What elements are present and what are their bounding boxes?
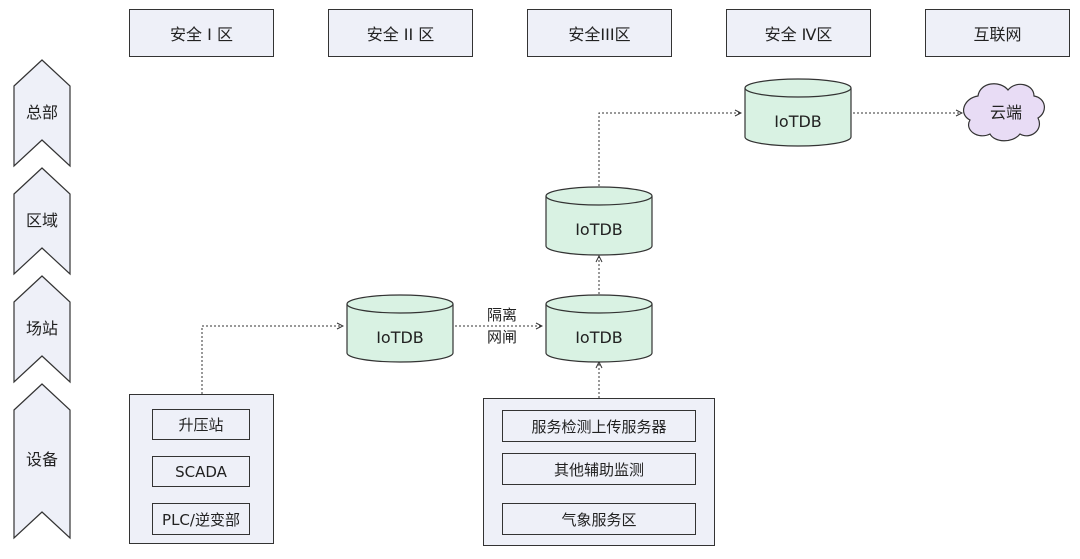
iotdb-label: IoTDB bbox=[774, 112, 822, 131]
iotdb-cylinder-hq bbox=[744, 78, 852, 147]
isolation-gateway-label: 隔离 网闸 bbox=[472, 304, 532, 348]
iotdb-cylinder-station-b bbox=[545, 294, 653, 363]
device-item-upload-server: 服务检测上传服务器 bbox=[502, 410, 696, 442]
zone-header-1: 安全 Ⅰ 区 bbox=[129, 9, 274, 57]
iotdb-label: IoTDB bbox=[575, 220, 623, 239]
zone-label: 安全III区 bbox=[568, 25, 631, 44]
zone-label: 互联网 bbox=[973, 25, 1022, 44]
connector-region-to-hq-db bbox=[598, 113, 741, 186]
level-chevron-region bbox=[13, 167, 71, 276]
zone-label: 安全 Ⅰ 区 bbox=[170, 25, 233, 44]
gateway-line-1: 隔离 bbox=[486, 306, 517, 324]
device-item-weather-service: 气象服务区 bbox=[502, 503, 696, 535]
iotdb-label: IoTDB bbox=[575, 328, 623, 347]
level-chevron-device bbox=[13, 383, 71, 540]
connector-left-devices-to-db bbox=[201, 326, 343, 394]
level-label-station: 场站 bbox=[25, 319, 58, 338]
device-item-aux-monitoring: 其他辅助监测 bbox=[502, 453, 696, 485]
zone-label: 安全 Ⅳ区 bbox=[764, 25, 833, 44]
level-chevron-station bbox=[13, 275, 71, 384]
device-item-plc-inverter: PLC/逆变部 bbox=[152, 503, 250, 535]
zone-header-4: 安全 Ⅳ区 bbox=[726, 9, 871, 57]
iotdb-cylinder-station-a bbox=[346, 294, 454, 363]
zone-header-2: 安全 II 区 bbox=[328, 9, 473, 57]
zone-label: 安全 II 区 bbox=[366, 25, 435, 44]
cloud-icon bbox=[962, 83, 1045, 142]
zone-header-internet: 互联网 bbox=[925, 9, 1070, 57]
level-label-device: 设备 bbox=[25, 450, 58, 469]
iotdb-cylinder-region bbox=[545, 186, 653, 256]
level-chevron-hq bbox=[13, 59, 71, 168]
iotdb-label: IoTDB bbox=[376, 328, 424, 347]
gateway-line-2: 网闸 bbox=[486, 328, 517, 346]
zone-header-3: 安全III区 bbox=[527, 9, 672, 57]
device-item-scada: SCADA bbox=[152, 456, 250, 487]
level-label-hq: 总部 bbox=[25, 103, 58, 122]
level-label-region: 区域 bbox=[25, 211, 58, 230]
device-item-booster-station: 升压站 bbox=[152, 409, 250, 440]
cloud-label: 云端 bbox=[989, 103, 1022, 122]
